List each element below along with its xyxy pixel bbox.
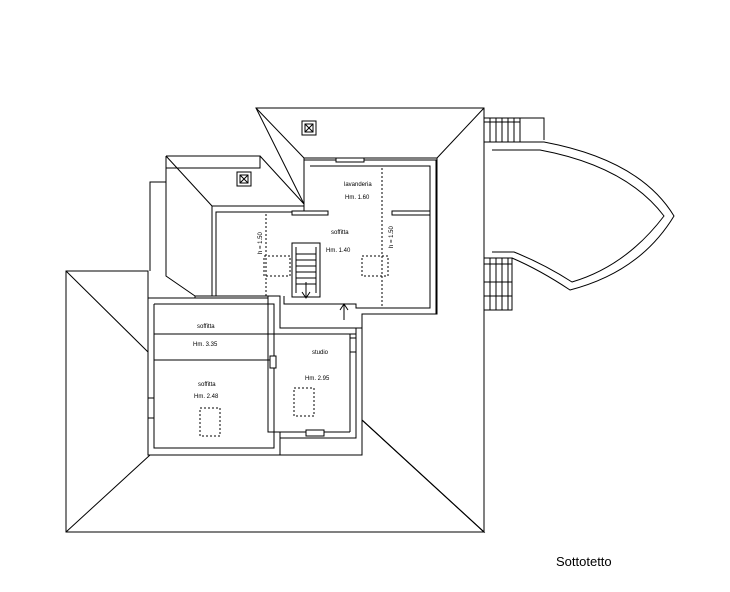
roof-vent-icon	[301, 120, 317, 136]
roof-upper-right	[255, 107, 485, 534]
height-note-left: h = 1.50	[258, 231, 264, 254]
drawing-title: Sottotetto	[556, 554, 612, 569]
height-note-right: h = 1.50	[389, 225, 395, 248]
walls-upper	[215, 157, 437, 329]
terrace	[483, 117, 675, 342]
room-name-soffitta-top: soffitta	[331, 230, 349, 236]
room-height-soffitta-left-upper: Hm. 3.35	[193, 342, 218, 348]
room-height-soffitta-left-lower: Hm. 2.48	[194, 394, 219, 400]
room-height-soffitta-top: Hm. 1.40	[326, 248, 351, 254]
stair	[291, 242, 349, 320]
room-height-studio: Hm. 2.95	[305, 376, 330, 382]
room-height-lavanderia: Hm. 1.60	[345, 195, 370, 201]
room-name-lavanderia: lavanderia	[344, 182, 372, 188]
room-name-studio: studio	[312, 350, 329, 356]
roof-vent-icon	[236, 171, 252, 187]
height-lines	[263, 168, 389, 306]
walls-lower	[147, 295, 357, 456]
room-name-soffitta-left-upper: soffitta	[197, 324, 215, 330]
roof-upper-left	[149, 155, 305, 297]
roof-left	[65, 270, 486, 533]
room-name-soffitta-left-lower: soffitta	[198, 382, 216, 388]
